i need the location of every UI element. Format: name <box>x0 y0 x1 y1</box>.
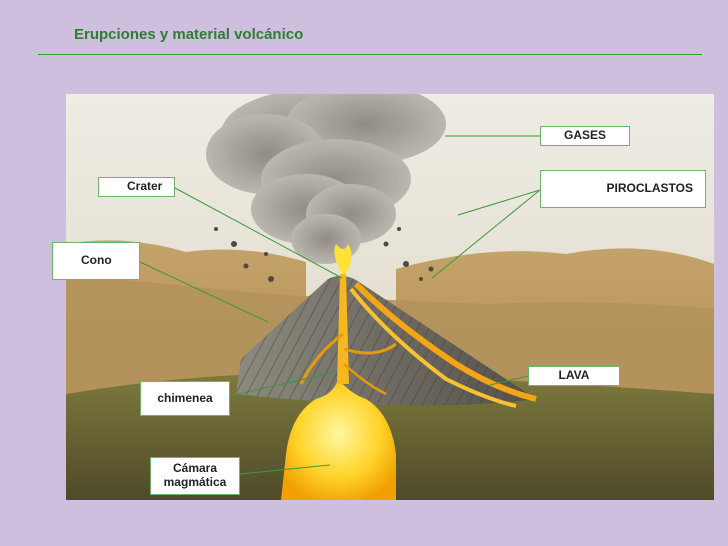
gases-label: GASES <box>540 126 630 146</box>
chimenea-label: chimenea <box>140 381 230 416</box>
title-divider <box>38 54 702 55</box>
volcano-illustration <box>66 94 714 500</box>
page-title: Erupciones y material volcánico <box>74 26 304 43</box>
crater-label: Crater <box>98 177 175 197</box>
piroclastos-label: PIROCLASTOS <box>540 170 706 208</box>
chimney-shape <box>337 274 349 384</box>
camara-magmatica-label: Cámara magmática <box>150 457 240 495</box>
lava-label: LAVA <box>528 366 620 386</box>
cono-label: Cono <box>52 242 140 280</box>
